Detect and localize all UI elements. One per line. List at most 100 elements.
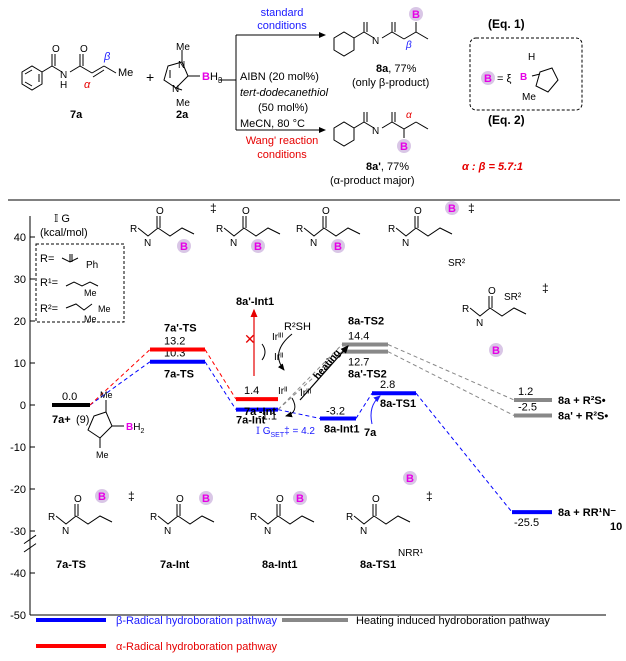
connector-7a'-TS-7a'-Int (204, 349, 237, 400)
level-name-8a-Int1: 8a-Int1 (324, 423, 359, 435)
level-value-start: 0.0 (62, 391, 77, 403)
connector-8a-TS2-8a+R2S (387, 344, 515, 401)
annot-7a: 7a (364, 427, 377, 439)
structure-7a-TS: RNO‡ (48, 489, 135, 537)
b-legend-h: H (528, 52, 535, 63)
product-8a-structure (333, 22, 429, 57)
struct-o: O (276, 494, 284, 505)
b-legend-circle (481, 71, 495, 85)
connector-7a-Int-8a-Int1 (277, 409, 321, 419)
nhc-rad-bh2: BH2 (126, 422, 144, 435)
me-group: Me (118, 67, 133, 79)
level-name-7a-Int: 7a-Int (236, 415, 266, 427)
level-name-final: 8a + RR¹N⁻ (558, 507, 616, 519)
pathway-connectors (89, 344, 515, 513)
level-name-8a+R2S: 8a + R²S• (558, 395, 606, 407)
level-name-start: 7a+ (52, 414, 71, 426)
level-name-7a-TS: 7a-TS (164, 369, 194, 381)
structure-7a-Int: RNO (150, 491, 215, 537)
y-tick-label: 20 (14, 316, 26, 328)
structure-7a'-Int: RNO (216, 206, 281, 253)
struct-o: O (322, 206, 330, 217)
b-circle-8a (409, 7, 423, 21)
level-value-8a'-TS2: 12.7 (348, 357, 369, 369)
struct-n: N (476, 318, 483, 329)
structure-8a-TS1: RNO‡ (346, 471, 433, 537)
product-8a-yield: 8a, 77% (376, 63, 417, 75)
y-tick-label: 10 (14, 358, 26, 370)
ir-curve-a (261, 343, 266, 361)
cond-solvent: MeCN, 80 °C (240, 118, 305, 130)
standard-conditions-1: standard (261, 7, 304, 19)
reactant-7a-structure (21, 54, 117, 91)
nhc-radical-structure (87, 400, 124, 448)
struct-b-circle (445, 201, 459, 215)
eq2-label: (Eq. 2) (488, 113, 525, 127)
rgroup-box (35, 243, 125, 323)
struct-bonds (469, 296, 527, 317)
struct-o: O (242, 206, 250, 217)
nhc-me-top: Me (176, 42, 190, 53)
structure-8a-Int1: RNO (250, 491, 315, 537)
b-legend-me: Me (522, 92, 536, 103)
nhc-me-bottom: Me (176, 98, 190, 109)
level-extra-final: 10 (610, 521, 622, 533)
y-tick-label: 0 (20, 400, 26, 412)
struct-r: R (250, 512, 257, 523)
ir-curve-b (285, 397, 296, 418)
connector-7a-Int-8a-TS2 (277, 344, 343, 410)
nhc-n-top: N (178, 60, 185, 71)
rgroup-sketches (61, 254, 99, 311)
structure-8a'-Int1: RNO (296, 206, 361, 253)
connector-7a-TS-7a-Int (204, 361, 237, 410)
bottom-struct-label-7a-TS: 7a-TS (56, 559, 86, 571)
struct-o: O (176, 494, 184, 505)
cond-thiol-amount: (50 mol%) (258, 102, 308, 114)
cond-thiol: tert-dodecanethiol (240, 87, 329, 99)
y-tick-label: 30 (14, 274, 26, 286)
struct-n: N (62, 526, 69, 537)
struct-n: N (144, 238, 151, 249)
rgroup-r: R= (40, 253, 54, 265)
y-tick-label: -30 (10, 526, 26, 538)
legend-gray-label: Heating induced hydroboration pathway (356, 615, 550, 627)
level-name-8a'+R2S: 8a' + R²S• (558, 411, 608, 423)
b-legend-equals: = ξ (497, 73, 511, 85)
struct-o: O (414, 206, 422, 217)
struct-dagger: ‡ (210, 201, 217, 215)
level-extra-start: (9) (76, 414, 89, 426)
product-8a-prime-structure (333, 112, 429, 147)
rgroup-r-ph: Ph (86, 260, 98, 271)
level-name-7a'-TS: 7a'-TS (164, 323, 197, 335)
product-8a-prime-yield: 8a', 77% (366, 161, 409, 173)
connector-start-7a'-TS (89, 349, 151, 406)
legend-blue-label: β-Radical hydroboration pathway (116, 615, 278, 627)
ratio-label: α : β = 5.7:1 (462, 161, 523, 173)
alpha-label: α (84, 79, 91, 91)
struct-o: O (372, 494, 380, 505)
level-value-8a-Int1: -3.2 (326, 405, 345, 417)
struct-r: R (216, 224, 223, 235)
n-8a: N (372, 36, 379, 47)
b-legend-b: B (520, 72, 527, 83)
struct-n: N (360, 526, 367, 537)
level-value-8a-TS1: 2.8 (380, 379, 395, 391)
n-8a-prime: N (372, 126, 379, 137)
struct-bonds (55, 504, 113, 525)
r2sh-arrow (277, 333, 293, 371)
structure-8a'-TS2: RNO‡ (462, 281, 549, 357)
b-legend-box (469, 37, 583, 111)
struct-bonds (223, 216, 281, 237)
y-tick-label: -40 (10, 568, 26, 580)
struct-o: O (74, 494, 82, 505)
struct-bonds (353, 504, 411, 525)
structure-8a-TS2: RNO‡ (388, 201, 475, 249)
annot-dg-set: 𝕀 GSET‡ = 4.2 (256, 426, 315, 439)
struct-b-circle (177, 239, 191, 253)
blue-curve-arrow (370, 395, 381, 425)
struct-n: N (402, 238, 409, 249)
b-circle-8a-prime (397, 139, 411, 153)
connector-7a-Int-8a'-TS2 (277, 351, 343, 410)
